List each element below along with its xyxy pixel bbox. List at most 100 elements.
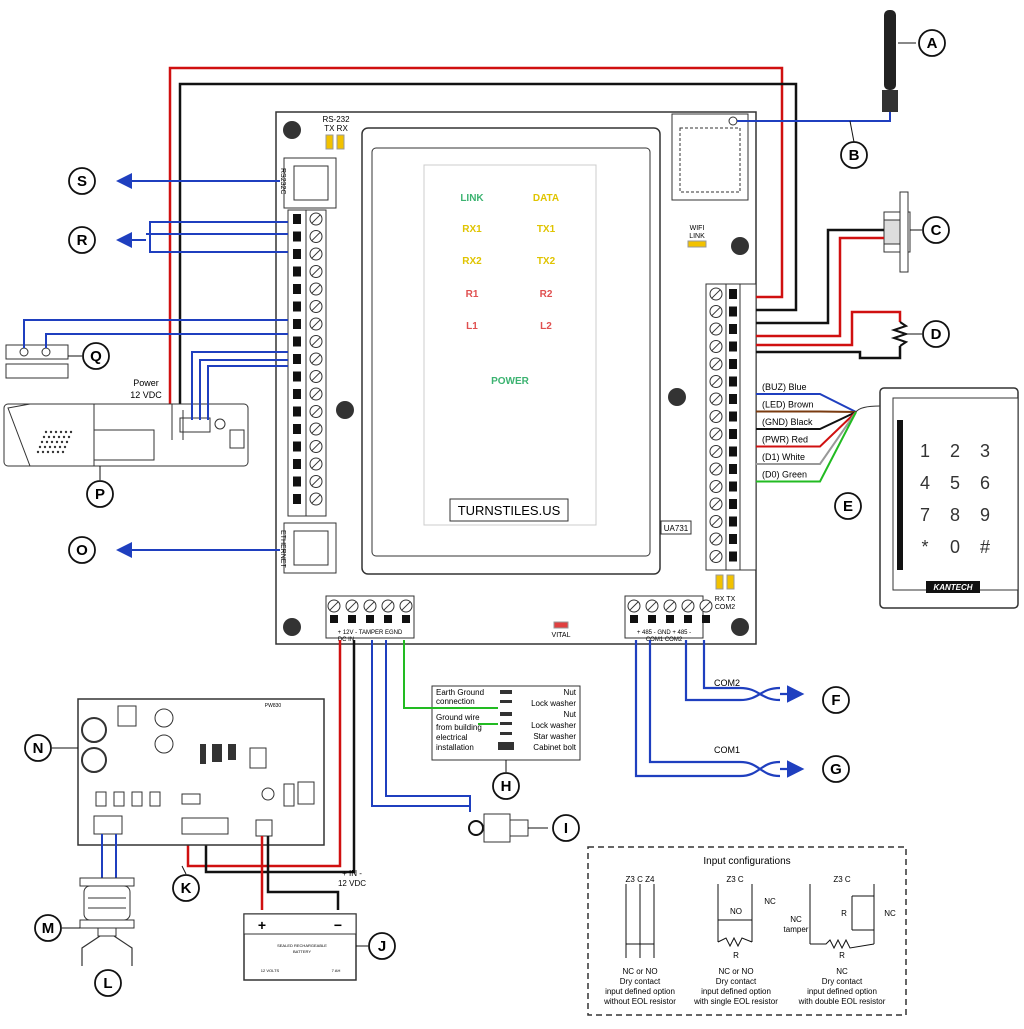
wire-egnd bbox=[403, 640, 498, 709]
com2-wire-label: COM2 bbox=[714, 678, 740, 688]
screw-slot bbox=[647, 601, 657, 611]
tamper-switch bbox=[468, 813, 548, 843]
terminal-contact bbox=[729, 516, 737, 527]
keypad-key[interactable]: 3 bbox=[980, 441, 990, 461]
screw-slot bbox=[311, 406, 321, 417]
keypad-key[interactable]: 4 bbox=[920, 473, 930, 493]
grill-dot bbox=[41, 450, 45, 454]
keypad-key[interactable]: 5 bbox=[950, 473, 960, 493]
rs232-port-socket bbox=[293, 165, 329, 201]
keypad-key[interactable]: 9 bbox=[980, 505, 990, 525]
antenna-connector bbox=[728, 116, 738, 126]
keypad-key[interactable]: 1 bbox=[920, 441, 930, 461]
ground-part-bolt: Cabinet bolt bbox=[533, 743, 576, 752]
mount-hole bbox=[283, 121, 301, 139]
door-contact bbox=[5, 344, 69, 379]
keypad-key[interactable]: # bbox=[980, 537, 990, 557]
mount-hole bbox=[283, 618, 301, 636]
grill-dot bbox=[40, 440, 44, 444]
config-2-caption-2: Dry contact bbox=[716, 977, 757, 986]
wire-relay bbox=[146, 221, 288, 253]
power-note-2: 12 VDC bbox=[130, 390, 162, 400]
config-3-caption-2: Dry contact bbox=[822, 977, 863, 986]
callout-k: K bbox=[172, 874, 200, 902]
config-diagram-2 bbox=[717, 884, 753, 948]
config-2-caption-4: with single EOL resistor bbox=[693, 997, 778, 1006]
psu-in-label-1: + IN - bbox=[342, 869, 362, 878]
grill-dot bbox=[45, 440, 49, 444]
config-3-nc: NC bbox=[884, 909, 896, 918]
terminal-contact bbox=[293, 424, 301, 434]
wire-com2-a bbox=[684, 640, 740, 702]
config-diagram-3 bbox=[809, 884, 875, 950]
battery-line1: SEALED RECHARGEABLE bbox=[277, 943, 327, 948]
ground-wire-1: Ground wire bbox=[436, 713, 480, 722]
grill-dot bbox=[61, 450, 65, 454]
keypad-key[interactable]: 0 bbox=[950, 537, 960, 557]
keypad-key[interactable]: 8 bbox=[950, 505, 960, 525]
wire-lock-black bbox=[756, 228, 884, 325]
keypad-brand: KANTECH bbox=[933, 583, 972, 592]
config-3-caption-3: input defined option bbox=[807, 987, 877, 996]
model-plate bbox=[660, 520, 692, 535]
screw-slot bbox=[711, 446, 721, 457]
config-2-caption-3: input defined option bbox=[701, 987, 771, 996]
battery-line2: BATTERY bbox=[293, 949, 311, 954]
ethernet-port-label: ETHERNET bbox=[279, 530, 286, 568]
keypad-key[interactable]: 7 bbox=[920, 505, 930, 525]
wifi-link-label-2: LINK bbox=[689, 233, 705, 240]
callout-n: N bbox=[24, 734, 52, 762]
callout-h: H bbox=[492, 772, 520, 800]
svg-text:F: F bbox=[831, 692, 840, 709]
reader-wire bbox=[756, 411, 857, 483]
mount-hole bbox=[731, 237, 749, 255]
config-2-terminals: Z3 C bbox=[726, 875, 744, 884]
resistor-d bbox=[890, 321, 910, 347]
terminal-contact bbox=[729, 376, 737, 387]
terminal-contact bbox=[293, 214, 301, 224]
reader-wire bbox=[756, 411, 857, 430]
callout-i: I bbox=[552, 814, 580, 842]
config-diagram-1 bbox=[625, 884, 655, 958]
dc-in-terminal-label: + 12V - TAMPER EGND bbox=[338, 630, 403, 636]
keypad-key[interactable]: 2 bbox=[950, 441, 960, 461]
screw-slot bbox=[711, 551, 721, 562]
terminal-contact bbox=[630, 615, 638, 623]
terminal-contact bbox=[293, 459, 301, 469]
ground-wire-2: from building bbox=[436, 723, 482, 732]
screw-slot bbox=[311, 494, 321, 504]
config-1-caption-2: Dry contact bbox=[620, 977, 661, 986]
wire-d-black bbox=[756, 346, 902, 360]
reader-wire-label: (GND) Black bbox=[762, 417, 813, 427]
transformer bbox=[79, 877, 135, 937]
grill-dot bbox=[51, 450, 55, 454]
reader-wire bbox=[756, 411, 857, 465]
wire-ac-mains bbox=[81, 935, 133, 966]
rs232-header-label: RS-232 bbox=[322, 115, 350, 124]
svg-text:H: H bbox=[501, 778, 512, 795]
wire-com1-a bbox=[634, 640, 740, 778]
keypad-key[interactable]: * bbox=[921, 537, 928, 557]
psu-ac-terminal bbox=[93, 815, 123, 835]
terminal-contact bbox=[729, 289, 737, 299]
grill-dot bbox=[60, 440, 64, 444]
grill-dot bbox=[57, 435, 61, 439]
grill-dot bbox=[56, 450, 60, 454]
leader-b bbox=[849, 120, 855, 143]
keypad-key[interactable]: 6 bbox=[980, 473, 990, 493]
svg-text:M: M bbox=[42, 920, 55, 937]
led-tx2: TX2 bbox=[537, 256, 556, 267]
antenna bbox=[882, 10, 916, 112]
terminal-contact bbox=[729, 359, 737, 369]
reader-wire bbox=[756, 411, 857, 448]
terminal-contact bbox=[402, 615, 410, 623]
leader-k bbox=[181, 865, 187, 875]
reader-wire-label: (BUZ) Blue bbox=[762, 382, 807, 392]
wifi-link-label-1: WIFI bbox=[690, 225, 705, 232]
psu-in-label-2: 12 VDC bbox=[338, 879, 366, 888]
terminal-contact bbox=[729, 551, 737, 562]
wire-pir-power bbox=[171, 404, 184, 440]
config-1-terminals: Z3 C Z4 bbox=[626, 875, 655, 884]
terminal-contact bbox=[348, 615, 356, 623]
